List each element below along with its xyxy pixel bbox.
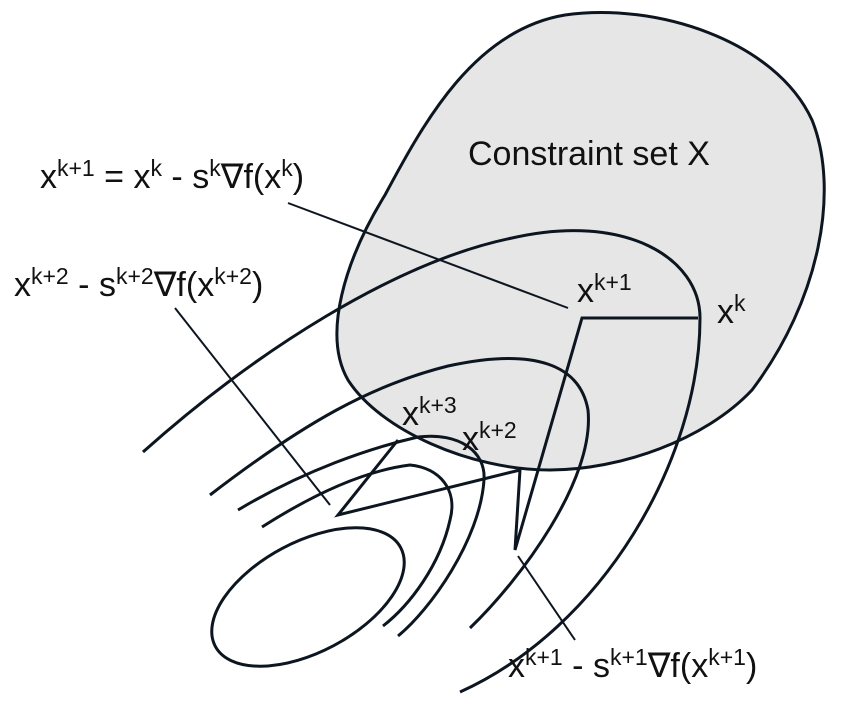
gradient-step-k2-label-part: - s — [69, 266, 116, 304]
iterate-path — [334, 316, 698, 551]
level-curve-innermost — [210, 526, 406, 668]
gradient-step-k2-label-part: x — [14, 266, 31, 304]
gradient-step-k2-label-part: ∇f(x — [153, 266, 215, 304]
gradient-step-k1-label-part: k+1 — [708, 644, 746, 670]
leader-line-step-k2 — [174, 307, 331, 506]
gradient-step-k2-label-part: k+2 — [116, 263, 154, 289]
update-rule-label-part: ) — [293, 158, 304, 196]
iterate-xk3-label: xk+3 — [402, 392, 457, 433]
update-rule-label-part: = x — [95, 158, 151, 196]
iterate-xk-label: xk — [717, 290, 746, 331]
iterate-xk3-label-part: k+3 — [419, 392, 457, 418]
gradient-step-k1-label-part: ∇f(x — [647, 647, 709, 685]
iterate-xk2-label-part: k+2 — [479, 417, 517, 443]
iterate-xk2-label-part: x — [462, 420, 479, 458]
iterate-xk1-label-part: k+1 — [594, 269, 632, 295]
gradient-step-k1-label-part: k+1 — [610, 644, 648, 670]
constraint-set-region — [335, 11, 826, 472]
gradient-step-k2-label-part: ) — [252, 266, 263, 304]
iterate-xk-label-part: k — [734, 290, 746, 316]
gradient-step-k1-label-part: - s — [563, 647, 610, 685]
update-rule-label: xk+1 = xk - sk∇f(xk) — [40, 155, 304, 196]
gradient-step-k2-label-part: k+2 — [214, 263, 252, 289]
gradient-step-k1-label-part: k+1 — [525, 644, 563, 670]
iterate-xk1-label: xk+1 — [577, 269, 632, 310]
update-rule-label-part: k — [281, 155, 293, 181]
level-curve-1 — [142, 229, 702, 694]
leader-line-update-rule — [287, 202, 569, 309]
update-rule-label-part: ∇f(x — [220, 158, 282, 196]
update-rule-label-part: k — [150, 155, 162, 181]
gradient-step-k2-label-part: k+2 — [31, 263, 69, 289]
update-rule-label-part: k+1 — [57, 155, 95, 181]
gradient-step-k2-label: xk+2 - sk+2∇f(xk+2) — [14, 263, 263, 304]
level-curve-4 — [261, 463, 454, 628]
iterate-xk1-label-part: x — [577, 272, 594, 310]
level-curve-3 — [237, 434, 486, 638]
iterate-xk3-label-part: x — [402, 395, 419, 433]
update-rule-label-part: k — [209, 155, 221, 181]
gradient-step-k1-label-part: ) — [746, 647, 757, 685]
iterate-xk2-label: xk+2 — [462, 417, 517, 458]
gradient-step-k1-label-part: x — [508, 647, 525, 685]
iterate-xk-label-part: x — [717, 293, 734, 331]
leader-line-step-k1 — [517, 555, 576, 641]
update-rule-label-part: x — [40, 158, 57, 196]
level-curve-2 — [209, 357, 590, 630]
update-rule-label-part: - s — [162, 158, 209, 196]
gradient-step-k1-label: xk+1 - sk+1∇f(xk+1) — [508, 644, 757, 685]
constraint-set-label: Constraint set X — [468, 135, 710, 173]
